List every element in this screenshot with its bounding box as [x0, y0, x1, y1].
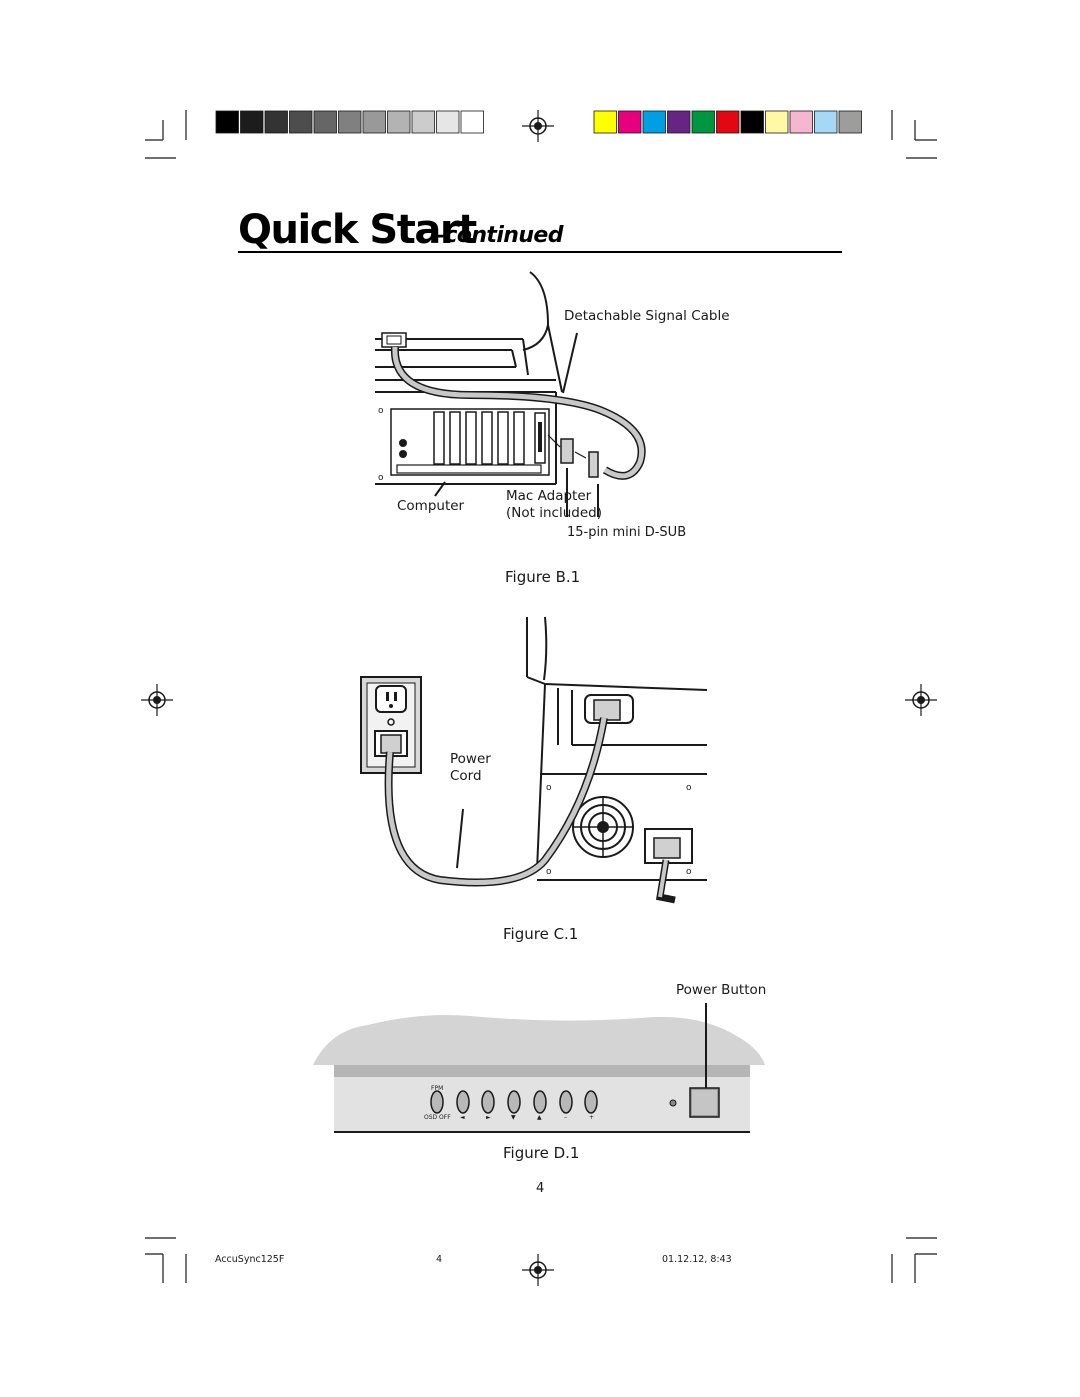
- page-title-suffix: –continued: [434, 223, 564, 248]
- crop-marks-top: [145, 110, 937, 159]
- gray-swatch-4: [289, 110, 313, 134]
- gray-swatch-10: [436, 110, 460, 134]
- gray-swatch-5: [313, 110, 337, 134]
- color-swatch-7: [740, 110, 764, 134]
- color-swatch-8: [765, 110, 789, 134]
- gray-swatch-1: [215, 110, 239, 134]
- registration-mark-bottom-icon: [522, 1254, 554, 1286]
- svg-text:o: o: [686, 867, 692, 877]
- gray-swatch-7: [362, 110, 386, 134]
- gray-swatch-3: [264, 110, 288, 134]
- label-btn-down: ▼: [511, 1114, 516, 1121]
- label-mac-adapter: Mac Adapter: [506, 488, 592, 504]
- color-swatch-4: [667, 110, 691, 134]
- gray-swatch-2: [240, 110, 264, 134]
- label-btn-up: ▲: [537, 1114, 542, 1121]
- svg-text:o: o: [546, 867, 552, 877]
- color-swatch-3: [642, 110, 666, 134]
- registration-mark-icon: [522, 110, 554, 142]
- gray-swatch-6: [338, 110, 362, 134]
- label-osd-off: OSD OFF: [424, 1114, 451, 1121]
- color-swatch-10: [814, 110, 838, 134]
- figure-b1-illustration: o o: [375, 271, 646, 517]
- label-fpm: FPM: [431, 1085, 443, 1092]
- svg-text:o: o: [686, 783, 692, 793]
- gray-swatch-8: [387, 110, 411, 134]
- label-computer: Computer: [397, 498, 465, 514]
- page-number: 4: [536, 1181, 544, 1196]
- label-power-button: Power Button: [676, 982, 766, 998]
- footer-model: AccuSync125F: [215, 1254, 284, 1265]
- color-swatch-1: [593, 110, 617, 134]
- gray-swatch-11: [460, 110, 484, 134]
- figure-c1-illustration: o o o o: [360, 616, 708, 904]
- registration-mark-left-icon: [141, 684, 173, 716]
- footer-page: 4: [436, 1254, 442, 1265]
- svg-text:o: o: [378, 473, 384, 483]
- color-swatch-5: [691, 110, 715, 134]
- figure-b1-caption: Figure B.1: [505, 568, 580, 586]
- label-btn-left: ◄: [460, 1114, 465, 1121]
- crop-marks-bottom: [145, 1237, 937, 1283]
- registration-mark-right-icon: [905, 684, 937, 716]
- color-swatch-11: [838, 110, 862, 134]
- svg-text:o: o: [378, 406, 384, 416]
- label-dsub-connector: 15-pin mini D-SUB: [567, 525, 686, 540]
- page-title: Quick Start: [238, 207, 477, 253]
- color-swatch-9: [789, 110, 813, 134]
- grayscale-calibration-bar: [215, 110, 484, 134]
- svg-text:o: o: [546, 783, 552, 793]
- label-power: Power: [450, 751, 491, 767]
- label-btn-minus: –: [564, 1114, 567, 1121]
- label-btn-right: ►: [486, 1114, 491, 1121]
- footer-timestamp: 01.12.12, 8:43: [662, 1254, 732, 1265]
- figure-c1-caption: Figure C.1: [503, 925, 578, 943]
- figure-d1-illustration: [313, 1003, 765, 1133]
- label-signal-cable: Detachable Signal Cable: [564, 308, 730, 324]
- label-cord: Cord: [450, 768, 482, 784]
- color-calibration-bar: [593, 110, 862, 134]
- gray-swatch-9: [411, 110, 435, 134]
- label-mac-adapter-note: (Not included): [506, 505, 602, 521]
- label-btn-plus: +: [589, 1114, 594, 1121]
- figure-d1-caption: Figure D.1: [503, 1144, 579, 1162]
- color-swatch-6: [716, 110, 740, 134]
- color-swatch-2: [618, 110, 642, 134]
